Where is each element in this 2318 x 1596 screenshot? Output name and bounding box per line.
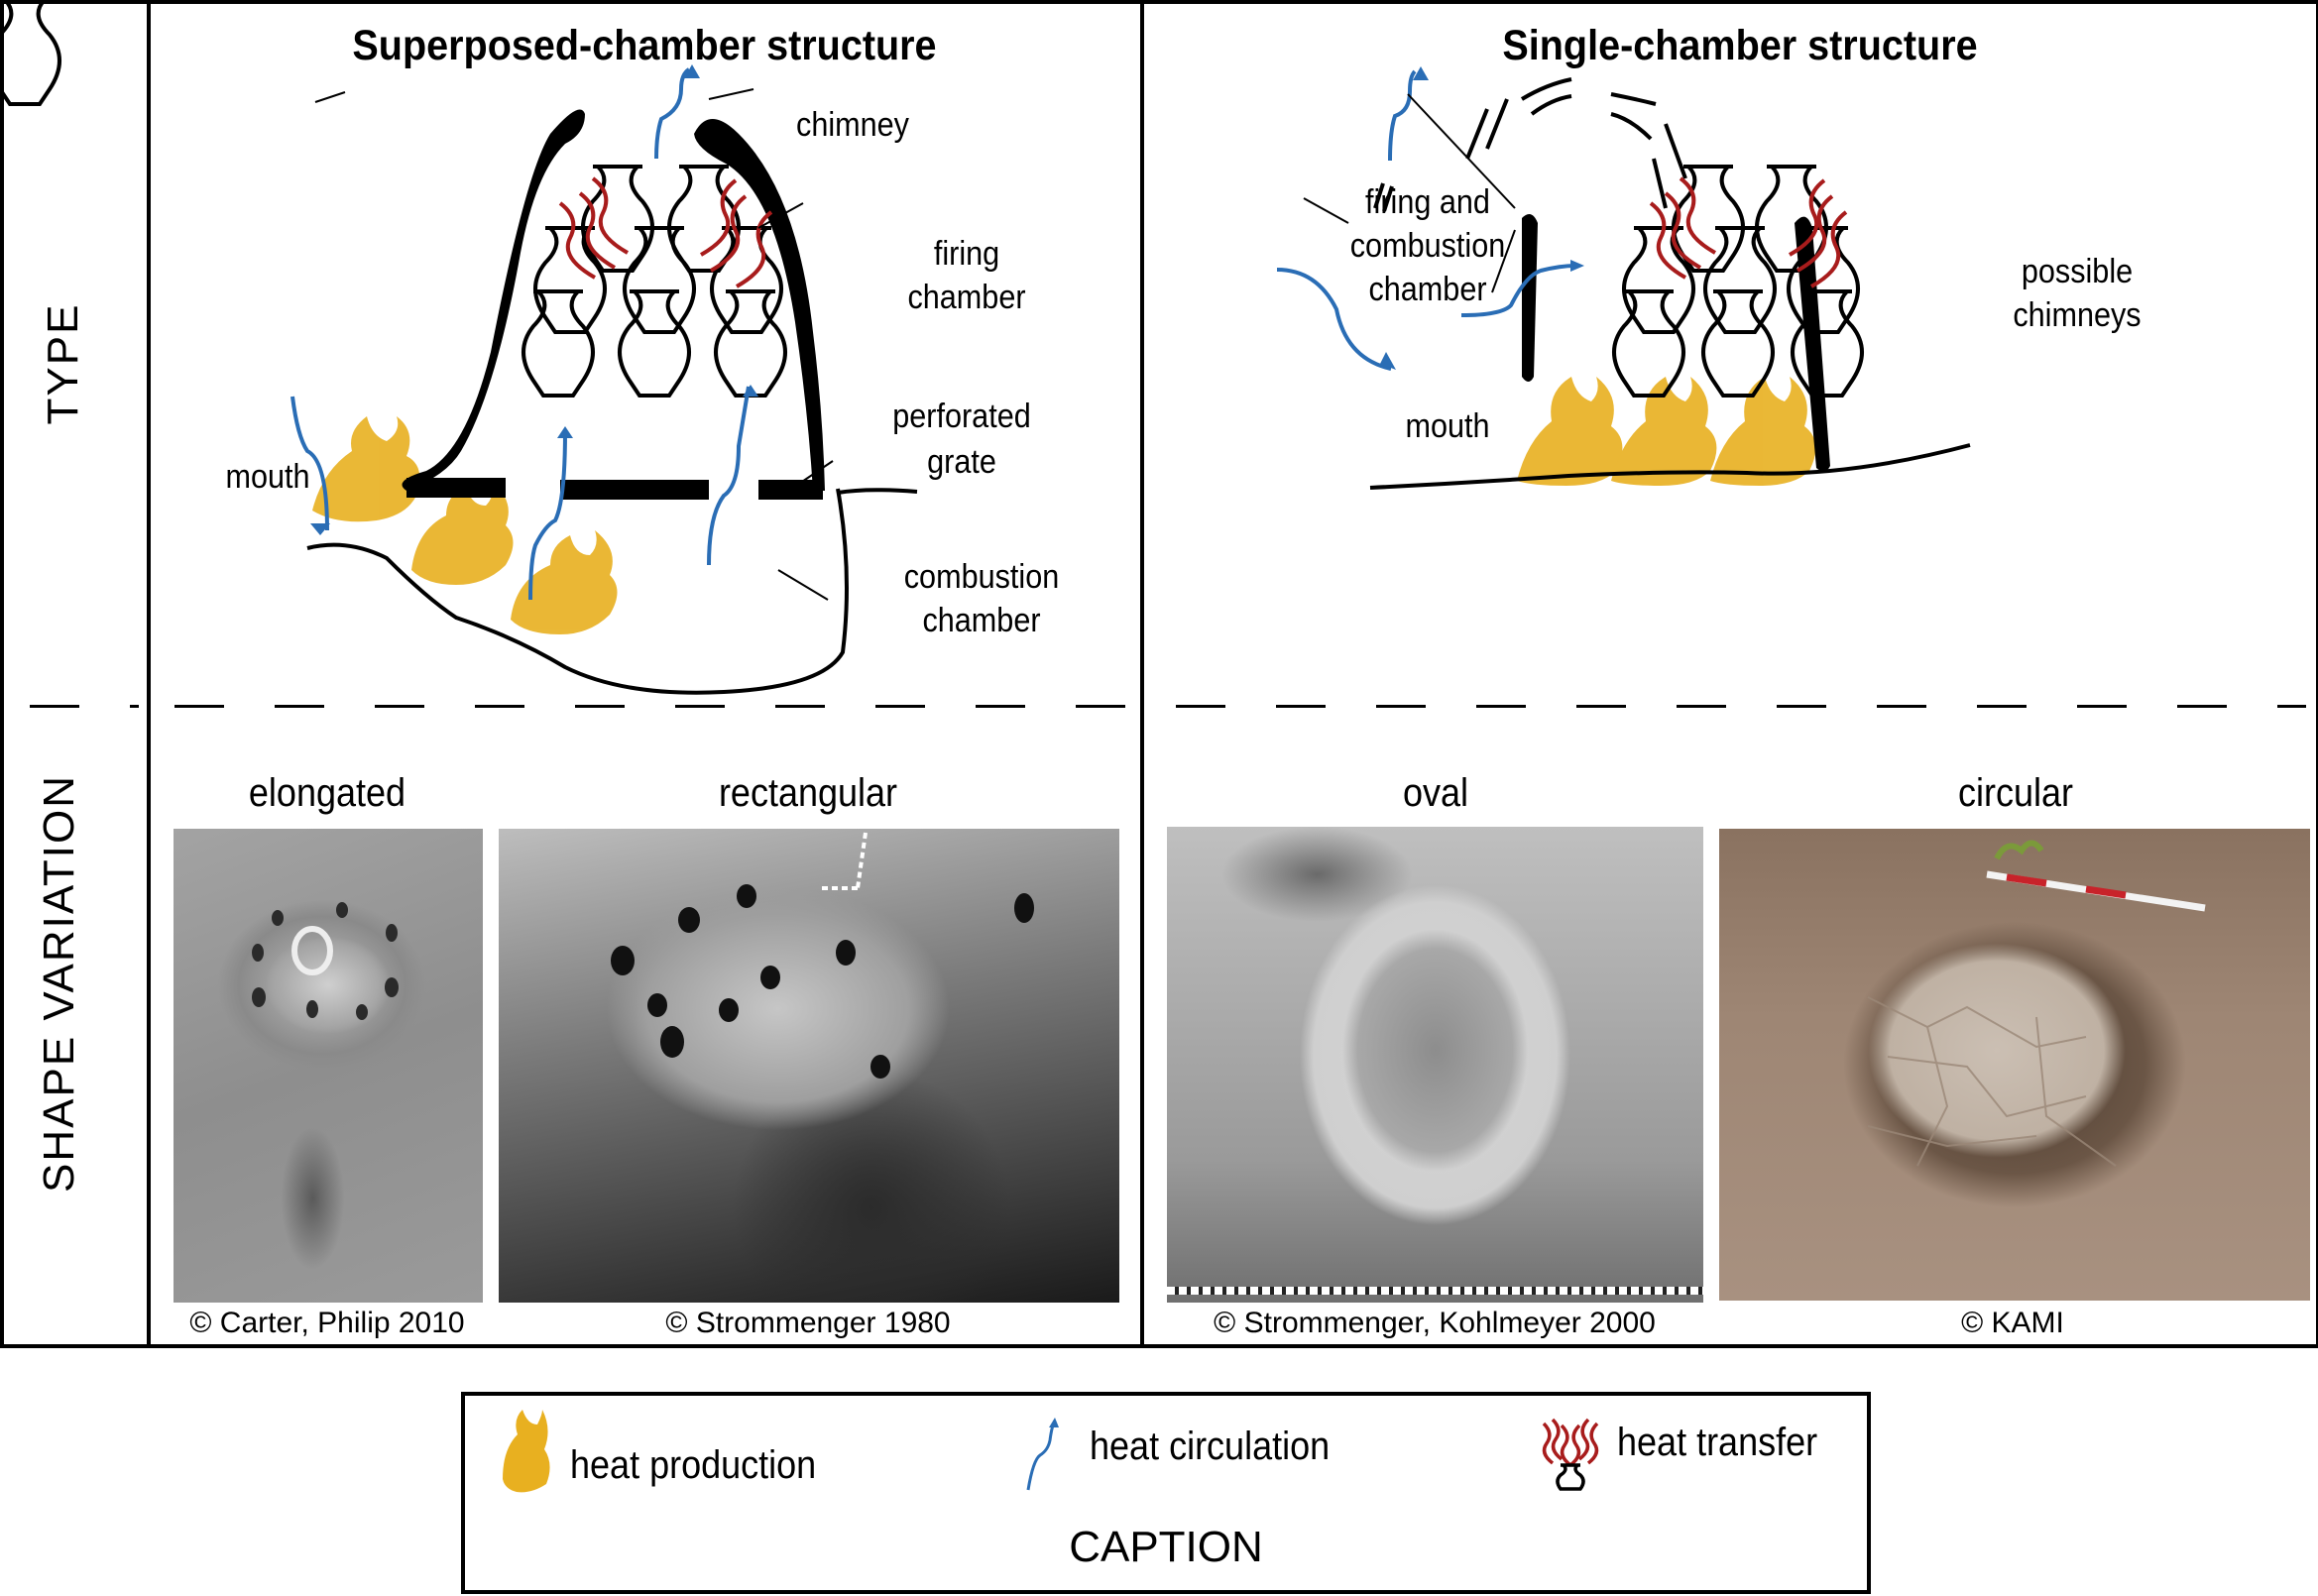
legend-item-heat-production: heat production [495, 1410, 844, 1499]
kiln-wall-left [1522, 214, 1538, 382]
credit-rectangular: © Strommenger 1980 [665, 1307, 951, 1339]
single-kiln-diagram [1276, 66, 1971, 490]
superposed-kiln-diagram [0, 0, 918, 695]
credit-oval: © Strommenger, Kohlmeyer 2000 [1214, 1307, 1656, 1339]
legend-box: heat production heat circulation heat tr… [461, 1392, 1871, 1594]
row-divider-left [30, 705, 139, 708]
row-label-divider [147, 0, 151, 1344]
combustion-chamber-outline [306, 488, 849, 695]
heat-transfer-waves [1649, 176, 1848, 288]
photo-circular-kiln [1719, 829, 2310, 1301]
kiln-wall-right [1795, 216, 1830, 472]
pot-stack [0, 0, 787, 398]
credit-elongated: © Carter, Philip 2010 [189, 1307, 465, 1339]
label-firing-and-combustion-2: combustion [1349, 227, 1506, 265]
label-mouth-single: mouth [1405, 407, 1490, 445]
legend-label-heat-transfer: heat transfer [1617, 1420, 1818, 1464]
circular-kiln-details [1867, 840, 2206, 1167]
label-combustion-chamber-1: combustion [903, 558, 1060, 596]
ground-line [1369, 443, 1971, 490]
photo-elongated-kiln [174, 829, 483, 1303]
label-firing-and-combustion-3: chamber [1368, 271, 1487, 308]
legend-item-heat-transfer: heat transfer [1536, 1414, 1840, 1493]
label-perforated-grate-1: perforated [892, 398, 1031, 435]
row-divider [174, 705, 2306, 708]
flame-icon [312, 416, 618, 634]
leader-lines [1303, 93, 1516, 293]
perforated-grate [758, 480, 823, 500]
label-perforated-grate-2: grate [927, 443, 996, 481]
curved-arrow-icon [1026, 1418, 1059, 1491]
shape-title-rectangular: rectangular [718, 771, 898, 815]
dashed-dome [1373, 77, 1687, 212]
label-firing-chamber-1: firing [933, 235, 1000, 273]
heat-transfer-waves [558, 176, 773, 288]
label-chimney: chimney [796, 106, 909, 144]
flame-icon [1517, 377, 1816, 486]
shape-title-circular: circular [1957, 771, 2074, 815]
kiln-wall-right [694, 119, 825, 491]
elongated-kiln-holes [252, 902, 399, 1020]
rectangular-kiln-holes [611, 832, 1034, 1079]
grate-segment [406, 478, 506, 498]
panel-title-single: Single-chamber structure [1502, 22, 1978, 69]
label-possible-chimneys-1: possible [2021, 253, 2134, 290]
scale-rod [1986, 870, 2206, 912]
heat-circulation-arrows [290, 67, 751, 601]
panel-divider [1140, 0, 1144, 1344]
figure-frame [0, 0, 2318, 1348]
flame-icon [503, 1410, 550, 1493]
credit-circular: © KAMI [1961, 1307, 2064, 1339]
legend-caption: CAPTION [1069, 1523, 1263, 1571]
shape-title-elongated: elongated [248, 771, 406, 815]
perforated-grate [560, 480, 709, 500]
legend-label-heat-production: heat production [570, 1442, 817, 1487]
ground-line [837, 488, 918, 495]
heat-circulation-arrows [1276, 69, 1576, 371]
kiln-wall-left [402, 109, 585, 491]
label-firing-and-combustion-1: firing and [1365, 183, 1490, 221]
label-possible-chimneys-2: chimneys [2013, 296, 2142, 334]
photo-oval-kiln [1167, 827, 1703, 1303]
label-combustion-chamber-2: chamber [922, 602, 1041, 639]
panel-title-superposed: Superposed-chamber structure [352, 22, 937, 69]
pot-heat-waves-icon [1542, 1418, 1599, 1491]
photo-rectangular-kiln [499, 829, 1119, 1303]
label-firing-chamber-2: chamber [907, 279, 1026, 316]
photo-scale-bar [1167, 1287, 1703, 1295]
legend-label-heat-circulation: heat circulation [1090, 1424, 1331, 1468]
label-mouth: mouth [225, 458, 310, 496]
leader-lines [314, 88, 834, 601]
shape-title-oval: oval [1402, 771, 1469, 815]
legend-item-heat-circulation: heat circulation [1020, 1416, 1356, 1495]
row-label-shape-variation: SHAPE VARIATION [35, 773, 83, 1193]
